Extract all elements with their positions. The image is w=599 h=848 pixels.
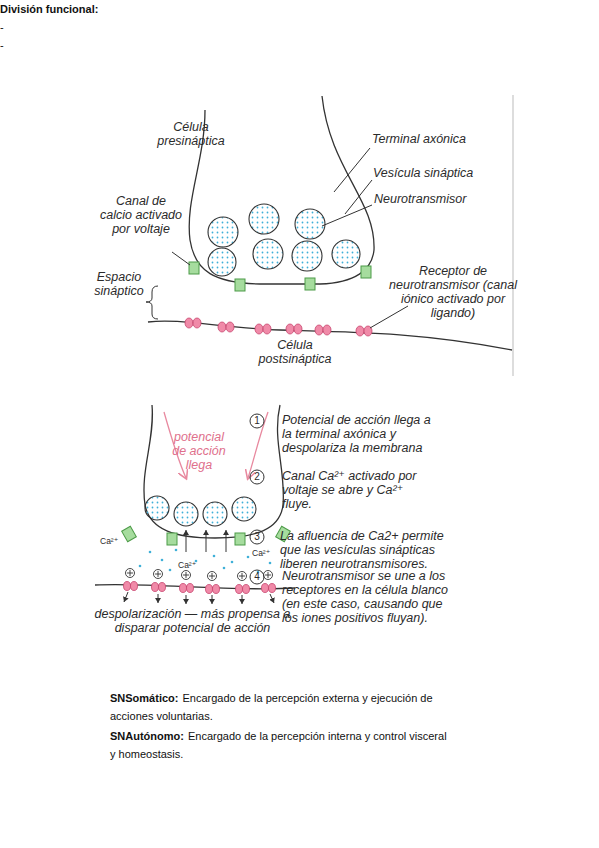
part-label: Neurotransmisor	[374, 192, 504, 206]
term-name: SNSomático:	[110, 692, 178, 704]
part-label: Vesícula sináptica	[373, 166, 503, 180]
step-text: Potencial de acción llega a la terminal …	[282, 413, 442, 455]
signal-label: potencial de acción llega	[168, 430, 230, 472]
part-label: Canal de calcio activado por voltaje	[100, 194, 182, 236]
bullet-paragraph: SNSomático:Encargado de la percepción ex…	[110, 689, 450, 725]
step-text: La afluencia de Ca2+ permite que las ves…	[280, 529, 458, 571]
bullet-marker: -	[0, 36, 599, 54]
part-label: Célula presináptica	[146, 120, 236, 148]
section-heading: División funcional:	[0, 0, 599, 18]
callout-number: 1	[250, 414, 264, 428]
bullet-paragraph: SNAutónomo:Encargado de la percepción in…	[110, 727, 450, 763]
ion-label: Ca²⁺	[178, 560, 196, 570]
part-label: Espacio sináptico	[88, 270, 150, 298]
ion-label: Ca²⁺	[252, 548, 270, 558]
part-label: Terminal axónica	[372, 132, 502, 146]
step-text: Neurotransmisor se une a los receptores …	[282, 569, 450, 625]
part-label: Receptor de neurotransmisor (canal iónic…	[386, 264, 520, 320]
part-label: Célula postsináptica	[250, 338, 340, 366]
term-name: SNAutónomo:	[110, 730, 184, 742]
step-text: Canal Ca²⁺ activado por voltaje se abre …	[282, 469, 432, 511]
callout-number: 2	[250, 470, 264, 484]
callout-number: 3	[250, 530, 264, 544]
ion-label: Ca²⁺	[100, 536, 118, 546]
effect-label: despolarización — más propensa a dispara…	[80, 607, 305, 635]
bullet-marker: -	[0, 18, 599, 36]
callout-number: 4	[250, 570, 264, 584]
